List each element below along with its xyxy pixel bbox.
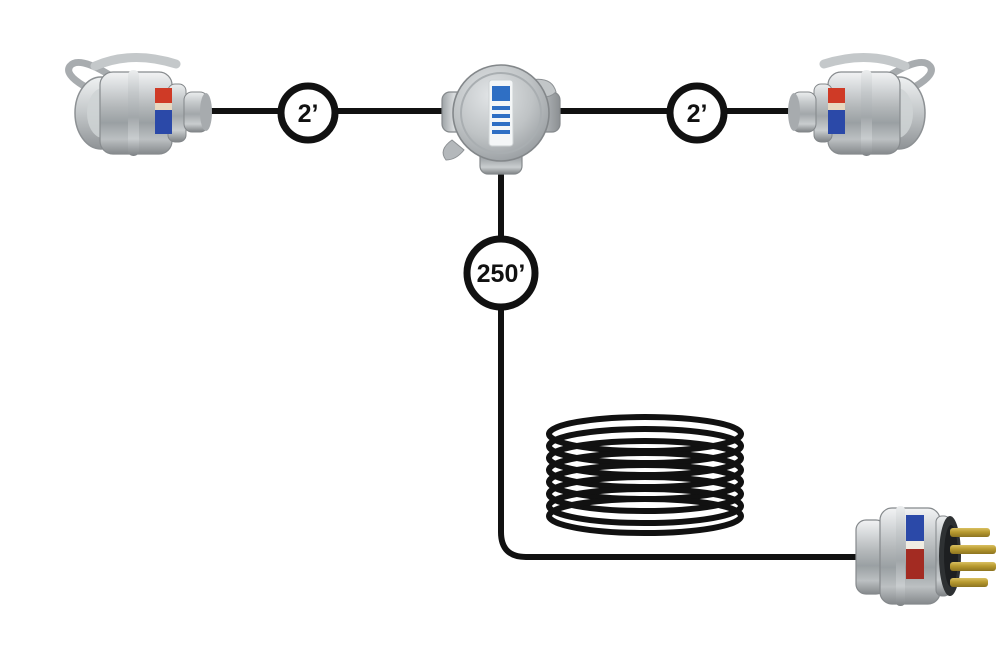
receptacle-label-bottom-right bbox=[828, 110, 845, 134]
plug-pin bbox=[950, 528, 990, 537]
length-marker-left-circle bbox=[277, 82, 339, 144]
receptacle-label-bottom-left bbox=[155, 110, 172, 134]
junction-box-cover-ring bbox=[460, 72, 542, 154]
explosion-proof-receptacle-left bbox=[65, 53, 212, 156]
coil-loop bbox=[546, 486, 744, 526]
plug-label-mid bbox=[906, 541, 924, 551]
receptacle-ring-left bbox=[128, 70, 139, 156]
plug-face-inner bbox=[944, 525, 958, 587]
explosion-proof-receptacle-right bbox=[788, 53, 935, 156]
length-marker-right-circle bbox=[666, 82, 728, 144]
length-marker-drop-circle bbox=[463, 235, 539, 311]
receptacle-label-mid-left bbox=[155, 103, 172, 112]
receptacle-label-mid-right bbox=[828, 103, 845, 112]
receptacle-label-top-right bbox=[828, 88, 845, 107]
plug-band bbox=[896, 506, 905, 606]
plug-pin bbox=[950, 545, 996, 554]
receptacle-lid-hinge-left bbox=[90, 53, 181, 71]
length-markers: 2’ 2’ 250’ bbox=[277, 82, 728, 311]
receptacle-ring-right bbox=[861, 70, 872, 156]
three-way-junction-box bbox=[441, 64, 561, 175]
plug-label-bottom bbox=[906, 549, 924, 579]
junction-box-label-stripe-c bbox=[492, 122, 510, 126]
length-marker-drop-label: 250’ bbox=[477, 260, 526, 288]
junction-box-label-stripe-a bbox=[492, 106, 510, 110]
plug-pin bbox=[950, 562, 996, 571]
coil-loop bbox=[546, 474, 744, 514]
receptacle-lid-hinge-right bbox=[819, 53, 910, 71]
junction-mounting-ear-lower bbox=[442, 139, 465, 161]
length-marker-left-label: 2’ bbox=[298, 100, 319, 128]
four-pin-plug bbox=[855, 506, 996, 606]
receptacle-nose-end-right bbox=[788, 93, 800, 131]
cable-drop-run bbox=[498, 165, 860, 560]
cable-runs bbox=[205, 108, 860, 560]
receptacle-nose-end-left bbox=[200, 93, 212, 131]
junction-box-label-band bbox=[492, 86, 510, 101]
coiled-cable bbox=[546, 414, 744, 536]
junction-box-label-stripe-b bbox=[492, 114, 510, 118]
length-marker-right-label: 2’ bbox=[687, 100, 708, 128]
junction-box-label-stripe-d bbox=[492, 130, 510, 134]
plug-pin bbox=[950, 578, 988, 587]
plug-label-top bbox=[906, 515, 924, 543]
coil-loop bbox=[546, 496, 744, 536]
receptacle-label-top-left bbox=[155, 88, 172, 107]
